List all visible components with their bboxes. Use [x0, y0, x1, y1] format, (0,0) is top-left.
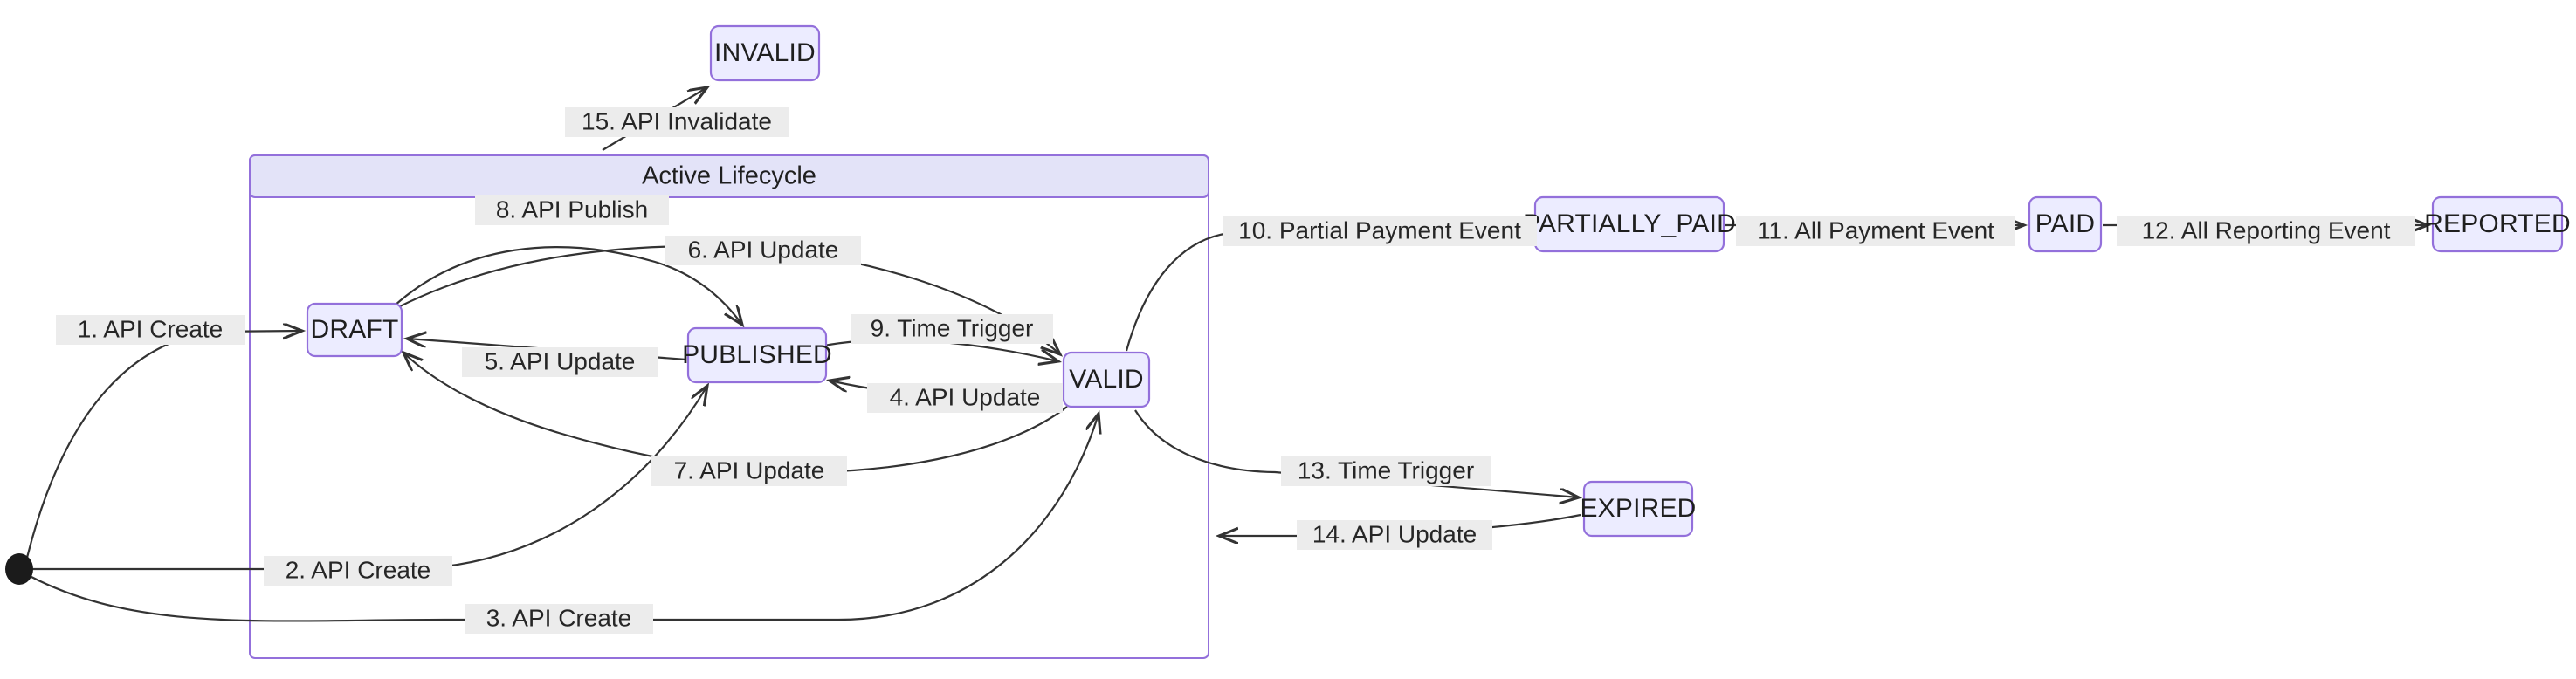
edge-label-7: 7. API Update	[651, 456, 847, 486]
edge-label-14-text: 14. API Update	[1312, 520, 1477, 547]
state-node-paid[interactable]: PAID	[2028, 195, 2103, 253]
edge-label-13-text: 13. Time Trigger	[1298, 456, 1474, 484]
state-node-draft[interactable]: DRAFT	[306, 302, 403, 358]
edge-label-8-text: 8. API Publish	[496, 195, 648, 223]
edge-label-14: 14. API Update	[1297, 520, 1492, 550]
edge-label-10: 10. Partial Payment Event	[1223, 216, 1537, 246]
state-node-reported-label: REPORTED	[2424, 209, 2571, 238]
state-node-partially-paid[interactable]: PARTIALLY_PAID	[1523, 195, 1736, 253]
edge-label-6: 6. API Update	[665, 236, 861, 265]
state-node-invalid[interactable]: INVALID	[709, 24, 821, 82]
edge-label-5: 5. API Update	[462, 347, 658, 377]
edge-label-6-bg	[665, 236, 861, 265]
state-node-valid-label: VALID	[1069, 365, 1143, 394]
edge-label-5-text: 5. API Update	[485, 347, 636, 374]
state-node-reported[interactable]: REPORTED	[2424, 195, 2571, 253]
cluster-title-label: Active Lifecycle	[642, 162, 816, 190]
edge-label-3: 3. API Create	[465, 604, 653, 634]
edge-label-3-bg	[465, 604, 653, 634]
edge-label-11: 11. All Payment Event	[1736, 216, 2015, 246]
edge-label-10-text: 10. Partial Payment Event	[1238, 216, 1521, 243]
edge-label-3-text: 3. API Create	[486, 604, 632, 631]
start-state-dot	[5, 553, 33, 585]
edge-label-8: 8. API Publish	[475, 195, 669, 225]
edge-3-api-create	[29, 414, 1099, 622]
edge-label-9-text: 9. Time Trigger	[871, 314, 1034, 341]
edge-label-4: 4. API Update	[867, 383, 1063, 413]
edge-label-11-text: 11. All Payment Event	[1757, 216, 1994, 243]
edge-label-2: 2. API Create	[264, 556, 452, 586]
edge-label-13-bg	[1281, 456, 1491, 486]
edge-label-7-text: 7. API Update	[674, 456, 825, 484]
edge-label-15: 15. API Invalidate	[565, 107, 789, 137]
state-nodes-layer: INVALID DRAFT PUBLISHED VALID PARTIALLY_…	[306, 24, 2571, 538]
state-node-expired-box[interactable]	[1582, 480, 1694, 538]
edge-label-1-text: 1. API Create	[78, 315, 224, 342]
state-node-partially-paid-label: PARTIALLY_PAID	[1523, 209, 1736, 238]
cluster-header	[249, 154, 1209, 198]
start-node	[5, 553, 33, 585]
state-node-paid-box[interactable]	[2028, 195, 2103, 253]
edge-label-9: 9. Time Trigger	[851, 314, 1053, 344]
edge-label-4-text: 4. API Update	[890, 383, 1041, 410]
edge-label-15-bg	[565, 107, 789, 137]
edge-label-6-text: 6. API Update	[688, 236, 839, 263]
edge-label-14-bg	[1297, 520, 1492, 550]
state-node-draft-box[interactable]	[306, 302, 403, 358]
state-node-published-label: PUBLISHED	[682, 340, 832, 369]
state-node-published[interactable]: PUBLISHED	[682, 326, 832, 384]
edge-label-9-bg	[851, 314, 1053, 344]
cluster-active-lifecycle: Active Lifecycle	[249, 154, 1209, 659]
state-node-valid[interactable]: VALID	[1062, 351, 1151, 408]
edge-label-12-text: 12. All Reporting Event	[2142, 216, 2391, 243]
edge-label-8-bg	[475, 195, 669, 225]
edge-label-2-text: 2. API Create	[286, 556, 431, 583]
state-node-invalid-box[interactable]	[709, 24, 821, 82]
edge-label-4-bg	[867, 383, 1063, 413]
edge-8-api-publish	[394, 246, 742, 325]
edge-label-10-bg	[1223, 216, 1537, 246]
edge-label-7-bg	[651, 456, 847, 486]
edge-label-15-text: 15. API Invalidate	[582, 107, 772, 134]
edge-label-13: 13. Time Trigger	[1281, 456, 1491, 486]
edge-label-12: 12. All Reporting Event	[2117, 216, 2415, 246]
edge-label-2-bg	[264, 556, 452, 586]
edge-label-11-bg	[1736, 216, 2015, 246]
state-node-expired[interactable]: EXPIRED	[1580, 480, 1696, 538]
edge-label-1-bg	[56, 315, 245, 345]
state-node-expired-label: EXPIRED	[1580, 494, 1696, 523]
state-node-valid-box[interactable]	[1062, 351, 1151, 408]
state-node-paid-label: PAID	[2035, 209, 2096, 238]
edge-label-5-bg	[462, 347, 658, 377]
state-node-invalid-label: INVALID	[714, 38, 816, 67]
state-node-reported-box[interactable]	[2431, 195, 2564, 253]
edge-label-12-bg	[2117, 216, 2415, 246]
edge-labels-layer: 1. API Create 2. API Create 3. API Creat…	[56, 107, 2415, 634]
edge-label-1: 1. API Create	[56, 315, 245, 345]
state-node-published-box[interactable]	[686, 326, 828, 384]
edge-13-time-trigger	[1134, 409, 1579, 497]
state-node-draft-label: DRAFT	[311, 315, 399, 344]
